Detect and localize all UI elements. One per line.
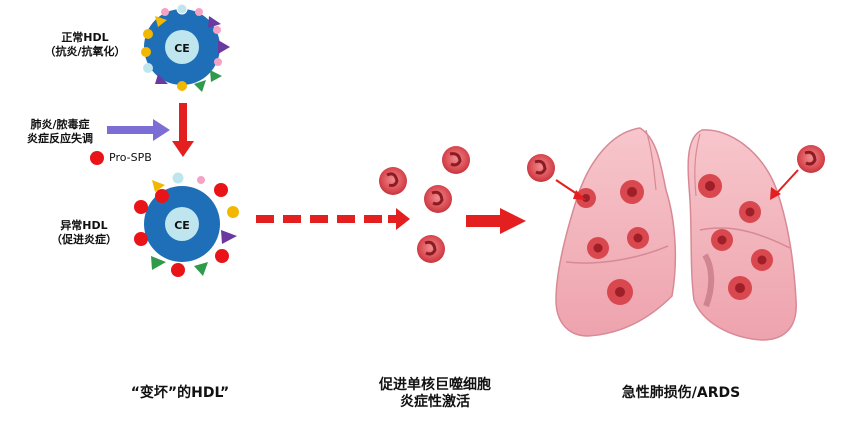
lung-lesions [576,174,773,305]
macrophage-cell [442,146,470,174]
to-lung-arrow [466,208,526,234]
pro-spb-legend-dot [90,151,104,165]
infiltrating-macrophage-left [527,154,586,200]
dashed-activation-arrow [256,208,410,230]
normal-hdl-core-label: CE [174,42,190,55]
abnormal-hdl-core-label: CE [174,219,190,232]
macrophage-cell [379,167,407,195]
trigger-arrow [107,119,170,141]
monocyte-macrophage-cluster [379,146,470,263]
left-lung [555,127,677,337]
macrophage-cell [424,185,452,213]
normal-hdl-title: 正常HDL [61,31,109,44]
lungs [555,127,797,341]
caption-bad-hdl: “变坏”的HDL” [130,385,230,401]
caption-macrophage-line-2: 炎症性激活 [400,394,470,410]
transition-down-arrow [172,103,194,157]
caption-macrophage-line-1: 促进单核巨噬细胞 [379,377,491,393]
caption-ards: 急性肺损伤/ARDS [621,385,741,401]
infiltrating-macrophage-right [770,145,825,200]
macrophage-cell [417,235,445,263]
right-lung [687,129,797,341]
normal-hdl-particle [141,3,230,92]
abnormal-hdl-label: 异常HDL （促进炎症） [34,219,134,247]
trigger-label: 肺炎/脓毒症 炎症反应失调 [14,118,106,146]
caption-macrophage-activation: 促进单核巨噬细胞 炎症性激活 [350,377,520,411]
normal-hdl-label: 正常HDL （抗炎/抗氧化） [30,31,140,59]
abnormal-hdl-particle [134,171,239,277]
abnormal-hdl-title: 异常HDL [60,219,108,232]
normal-hdl-subtitle: （抗炎/抗氧化） [44,45,126,58]
trigger-line-1: 肺炎/脓毒症 [30,118,90,131]
trigger-line-2: 炎症反应失调 [27,132,93,145]
hdl-normal-core-label-wrap: CE [174,42,190,55]
pro-spb-legend-label: Pro-SPB [109,151,152,164]
abnormal-hdl-subtitle: （促进炎症） [51,233,117,246]
